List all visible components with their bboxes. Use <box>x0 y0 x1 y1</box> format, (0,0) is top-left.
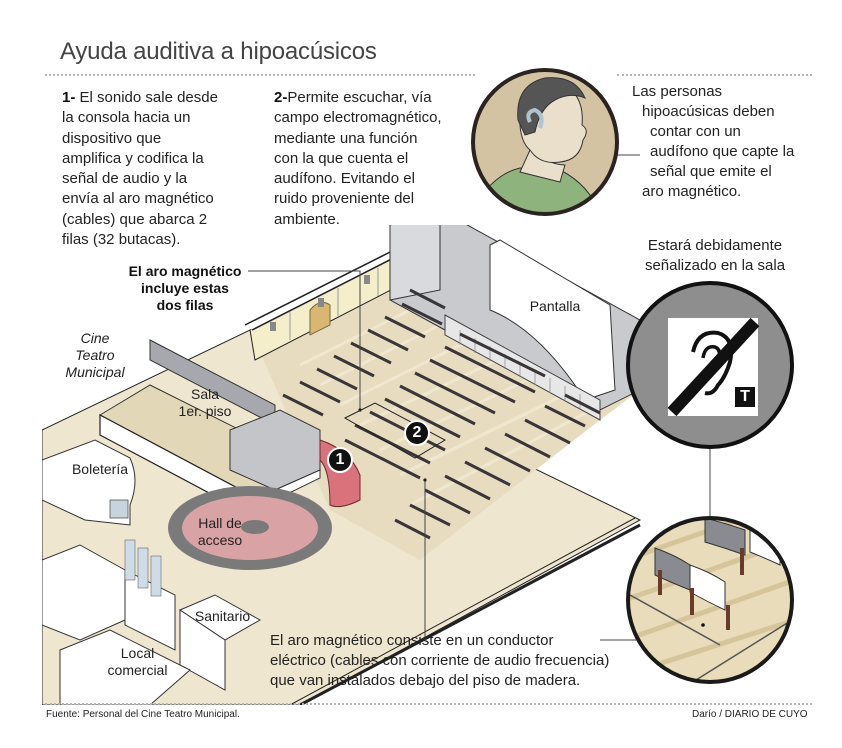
hearing-aid <box>526 107 544 129</box>
building-label: Cine Teatro Municipal <box>65 330 125 380</box>
area-hall-label: Hall de acceso <box>197 515 243 548</box>
loop-slash <box>667 317 760 417</box>
person-note: Las personas hipoacúsicas deben contar c… <box>632 83 795 200</box>
screen-pantalla <box>489 239 616 401</box>
step-1-number: 1- <box>62 89 76 106</box>
marker-1 <box>327 447 353 473</box>
hair <box>517 77 586 136</box>
sign-t-label: T <box>740 388 750 405</box>
area-sanitario-label: Sanitario <box>194 608 251 624</box>
wall-pilasters <box>289 268 379 340</box>
cable-line <box>629 594 721 646</box>
seat-rows-left <box>282 288 446 417</box>
seat <box>704 518 746 556</box>
wall-speaker <box>318 298 324 307</box>
seats-closeup <box>626 516 794 684</box>
ring-rows-label: El aro magnético incluye estas dos filas <box>128 263 242 313</box>
marker-1-label: 1 <box>335 451 345 468</box>
front-wall-edge <box>299 523 641 705</box>
area-boleteria-label: Boletería <box>71 461 129 477</box>
area-pantalla-label: Pantalla <box>529 298 581 314</box>
glass-panels <box>124 539 162 597</box>
area-sala-label: Sala 1er. piso <box>178 386 232 419</box>
seat-with-sign <box>689 564 726 611</box>
step-2-number: 2- <box>274 89 288 106</box>
marker-2 <box>404 420 430 446</box>
wall-speaker <box>270 322 276 331</box>
ear-icon <box>691 330 734 396</box>
title-divider-right <box>617 74 812 76</box>
t-badge <box>735 387 755 407</box>
lower-rooms <box>42 544 262 705</box>
footer-divider <box>45 703 812 705</box>
person-with-hearing-aid <box>471 68 619 216</box>
footer-source: Fuente: Personal del Cine Teatro Municip… <box>46 709 240 720</box>
cable-note: El aro magnético consiste en un conducto… <box>270 632 610 689</box>
marker-2-label: 2 <box>412 424 422 441</box>
sign-note: Estará debidamente señalizado en la sala <box>644 237 786 274</box>
seat-rows-right <box>394 393 601 540</box>
footer-credit: Darío / DIARIO DE CUYO <box>692 709 808 720</box>
area-local-label: Local comercial <box>107 645 168 678</box>
magnetic-loop-rows-outline <box>343 402 447 459</box>
title-divider <box>45 74 475 76</box>
step-2-text: 2-Permite escuchar, vía campo electromag… <box>274 89 442 228</box>
wall-speaker <box>364 275 370 284</box>
step-1-text: 1- El sonido sale desde la consola hacia… <box>62 89 218 249</box>
page-title: Ayuda auditiva a hipoacúsicos <box>60 38 377 65</box>
cable-line <box>679 614 792 682</box>
hearing-loop-sign <box>626 281 794 449</box>
